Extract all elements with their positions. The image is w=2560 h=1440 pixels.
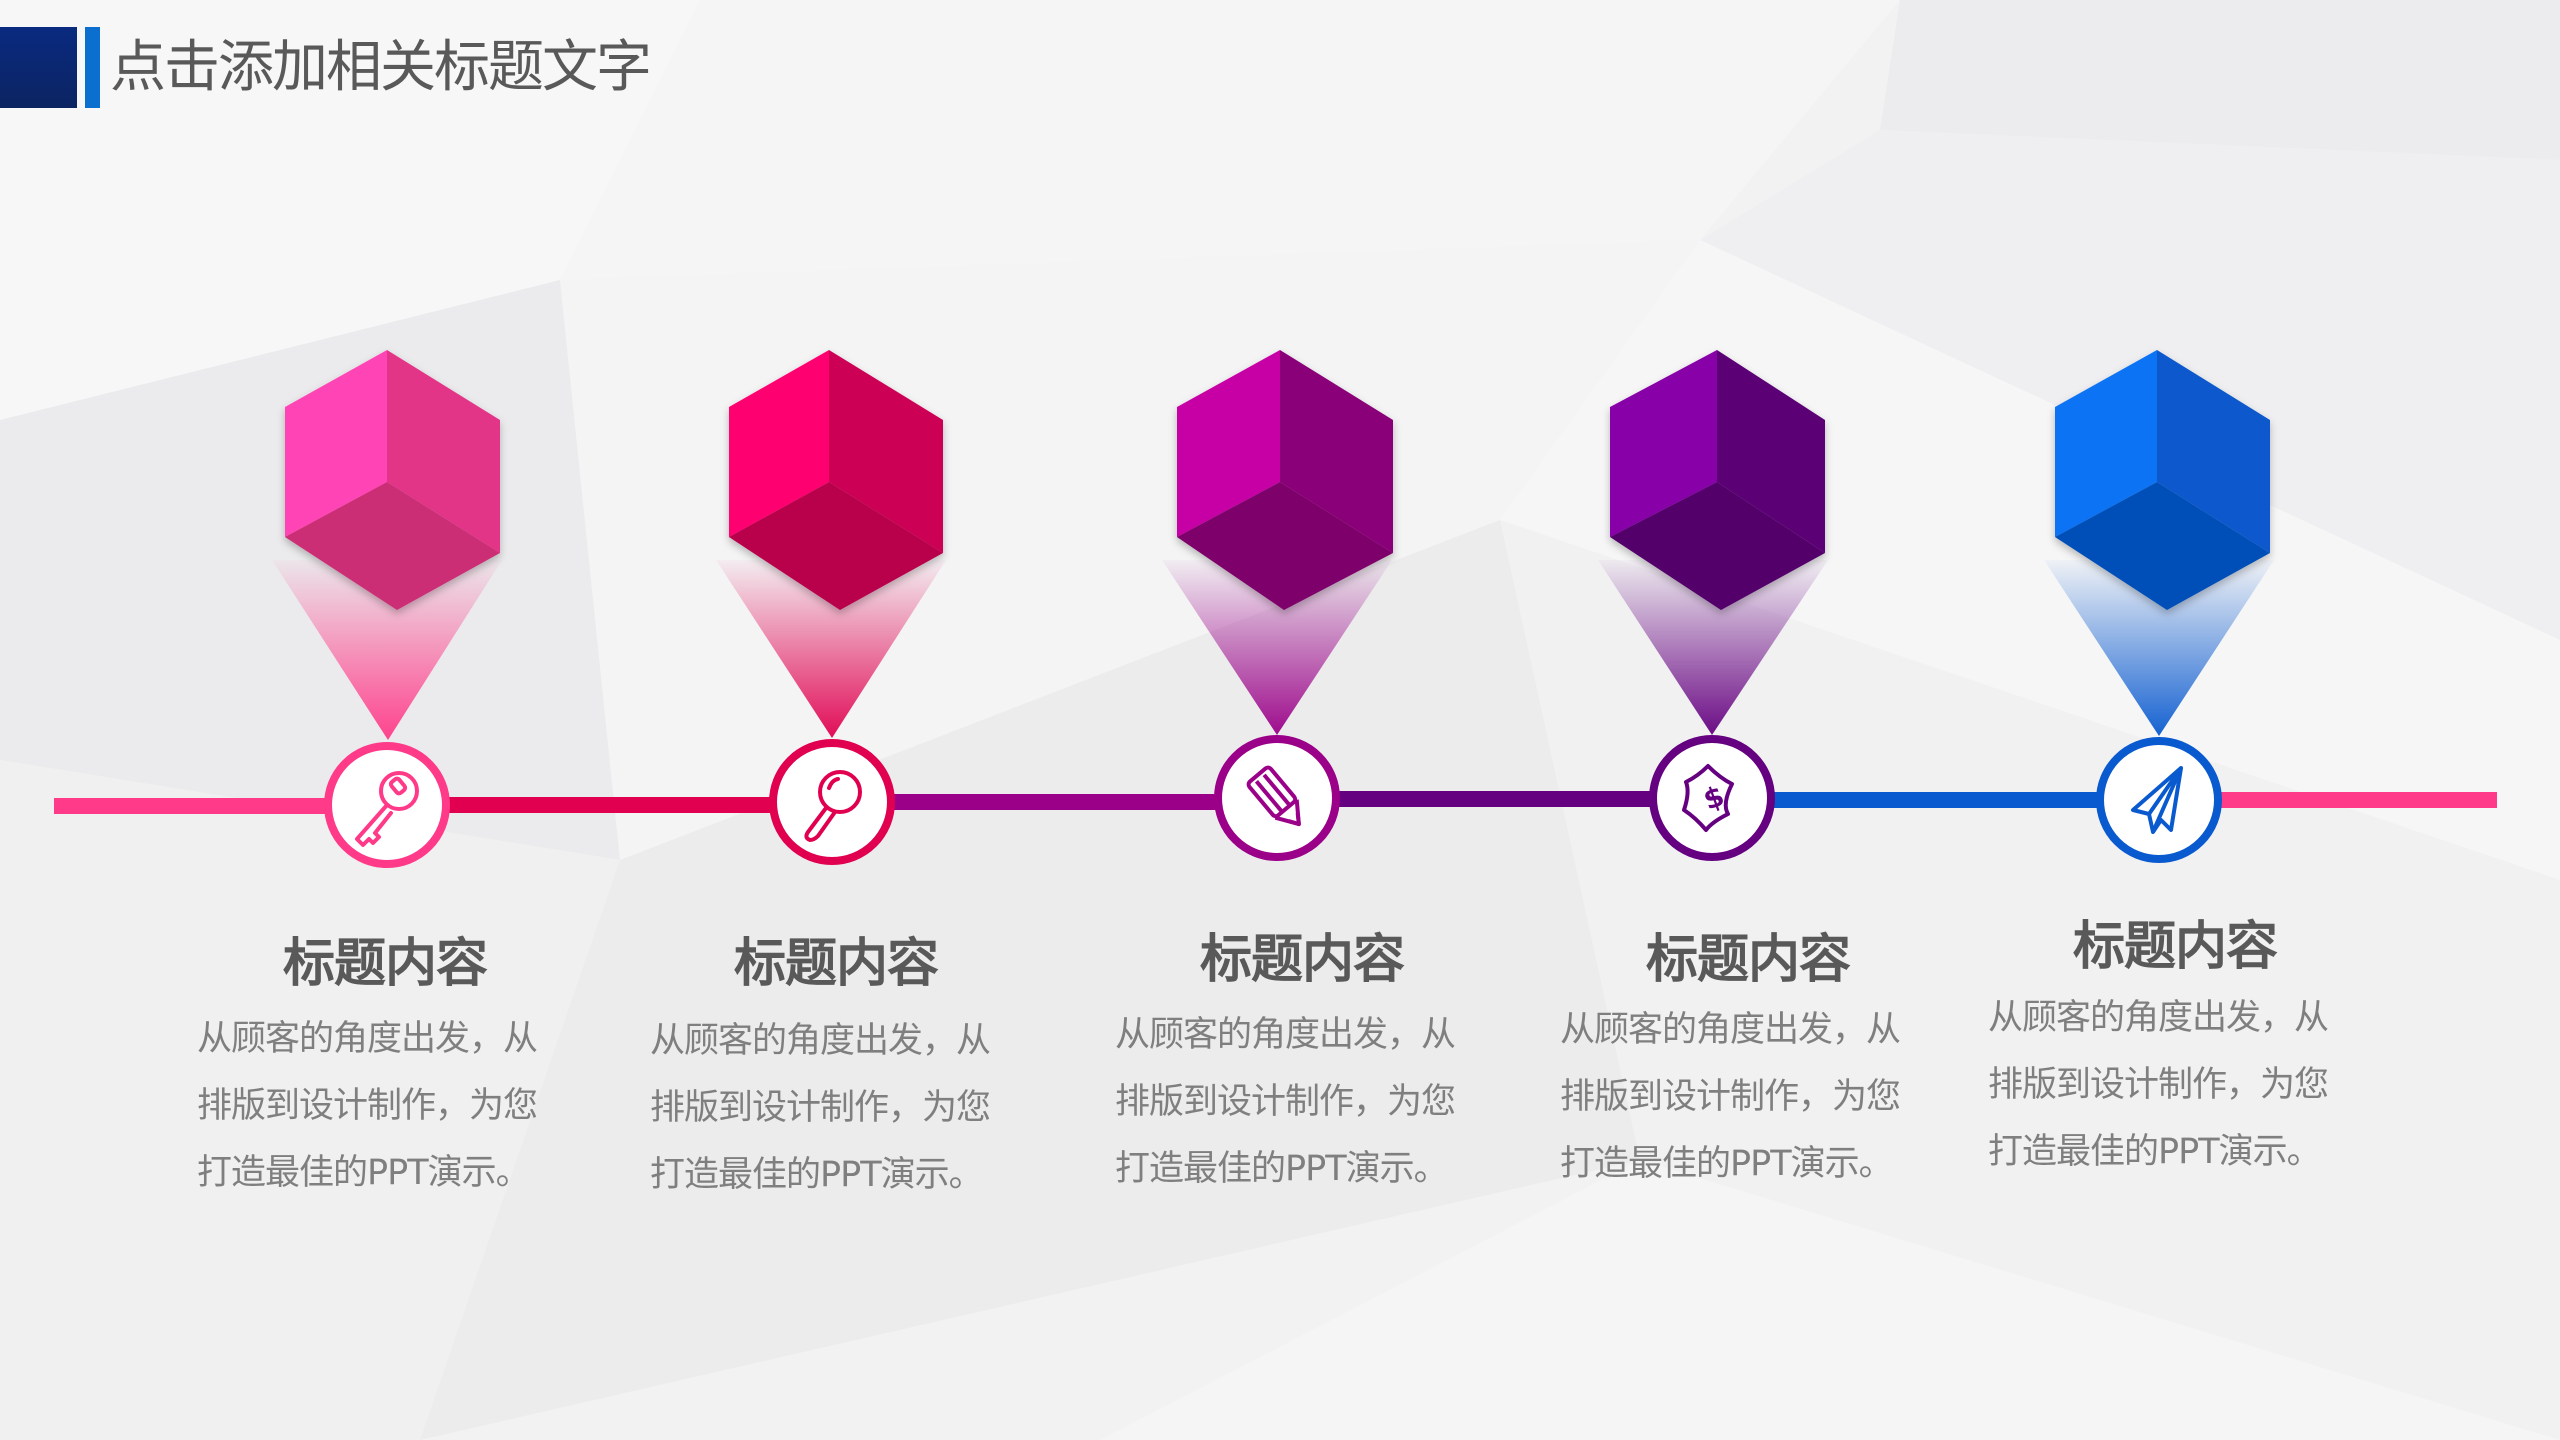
item-3-title: 标题内容 xyxy=(1199,930,1405,990)
item-1-line-1: 从顾客的角度出发，从 xyxy=(197,1019,538,1059)
item-5-title: 标题内容 xyxy=(2072,917,2278,977)
item-2-title: 标题内容 xyxy=(733,934,939,994)
cube-3 xyxy=(1177,350,1393,610)
cube-1 xyxy=(285,350,500,610)
item-4-line-2: 排版到设计制作，为您 xyxy=(1560,1077,1901,1117)
item-2-line-1: 从顾客的角度出发，从 xyxy=(650,1021,991,1061)
cube-2 xyxy=(729,350,943,610)
header-block xyxy=(0,27,77,108)
item-5-line-3: 打造最佳的PPT演示。 xyxy=(1988,1132,2322,1172)
pencil-icon xyxy=(1246,765,1301,827)
key-icon xyxy=(355,771,419,847)
node-2[interactable] xyxy=(769,739,895,865)
item-5-line-1: 从顾客的角度出发，从 xyxy=(1988,998,2329,1038)
node-4[interactable]: $ xyxy=(1649,735,1775,861)
item-3-line-1: 从顾客的角度出发，从 xyxy=(1115,1015,1456,1055)
item-2-description: 从顾客的角度出发，从 排版到设计制作，为您 打造最佳的PPT演示。 xyxy=(650,1008,1040,1209)
item-4-description: 从顾客的角度出发，从 排版到设计制作，为您 打造最佳的PPT演示。 xyxy=(1560,997,1950,1198)
item-1-line-2: 排版到设计制作，为您 xyxy=(197,1086,538,1126)
item-3-description: 从顾客的角度出发，从 排版到设计制作，为您 打造最佳的PPT演示。 xyxy=(1115,1002,1505,1203)
item-4-line-3: 打造最佳的PPT演示。 xyxy=(1560,1144,1894,1184)
item-3-line-2: 排版到设计制作，为您 xyxy=(1115,1082,1456,1122)
cone-1 xyxy=(272,560,502,740)
item-2-line-3: 打造最佳的PPT演示。 xyxy=(650,1155,984,1195)
node-1[interactable] xyxy=(324,742,450,868)
item-1-description: 从顾客的角度出发，从 排版到设计制作，为您 打造最佳的PPT演示。 xyxy=(197,1006,587,1207)
node-5[interactable] xyxy=(2096,737,2222,863)
cone-3 xyxy=(1162,560,1392,735)
node-3[interactable] xyxy=(1214,735,1340,861)
item-4-line-1: 从顾客的角度出发，从 xyxy=(1560,1010,1901,1050)
magnifier-icon xyxy=(804,770,862,843)
cube-5 xyxy=(2055,350,2270,610)
paper-plane-icon xyxy=(2131,766,2183,834)
item-1-line-3: 打造最佳的PPT演示。 xyxy=(197,1153,531,1193)
page-title[interactable]: 点击添加相关标题文字 xyxy=(110,35,652,100)
cone-4 xyxy=(1598,560,1828,735)
cone-5 xyxy=(2044,560,2274,736)
timeline-line xyxy=(54,791,2497,814)
cube-4 xyxy=(1610,350,1825,610)
item-5-line-2: 排版到设计制作，为您 xyxy=(1988,1065,2329,1105)
item-1-title: 标题内容 xyxy=(282,934,488,994)
item-2-line-2: 排版到设计制作，为您 xyxy=(650,1088,991,1128)
cone-2 xyxy=(716,560,946,738)
item-5-description: 从顾客的角度出发，从 排版到设计制作，为您 打造最佳的PPT演示。 xyxy=(1988,985,2378,1186)
item-3-line-3: 打造最佳的PPT演示。 xyxy=(1115,1149,1449,1189)
header-accent-bar xyxy=(85,27,100,108)
item-4-title: 标题内容 xyxy=(1645,930,1851,990)
